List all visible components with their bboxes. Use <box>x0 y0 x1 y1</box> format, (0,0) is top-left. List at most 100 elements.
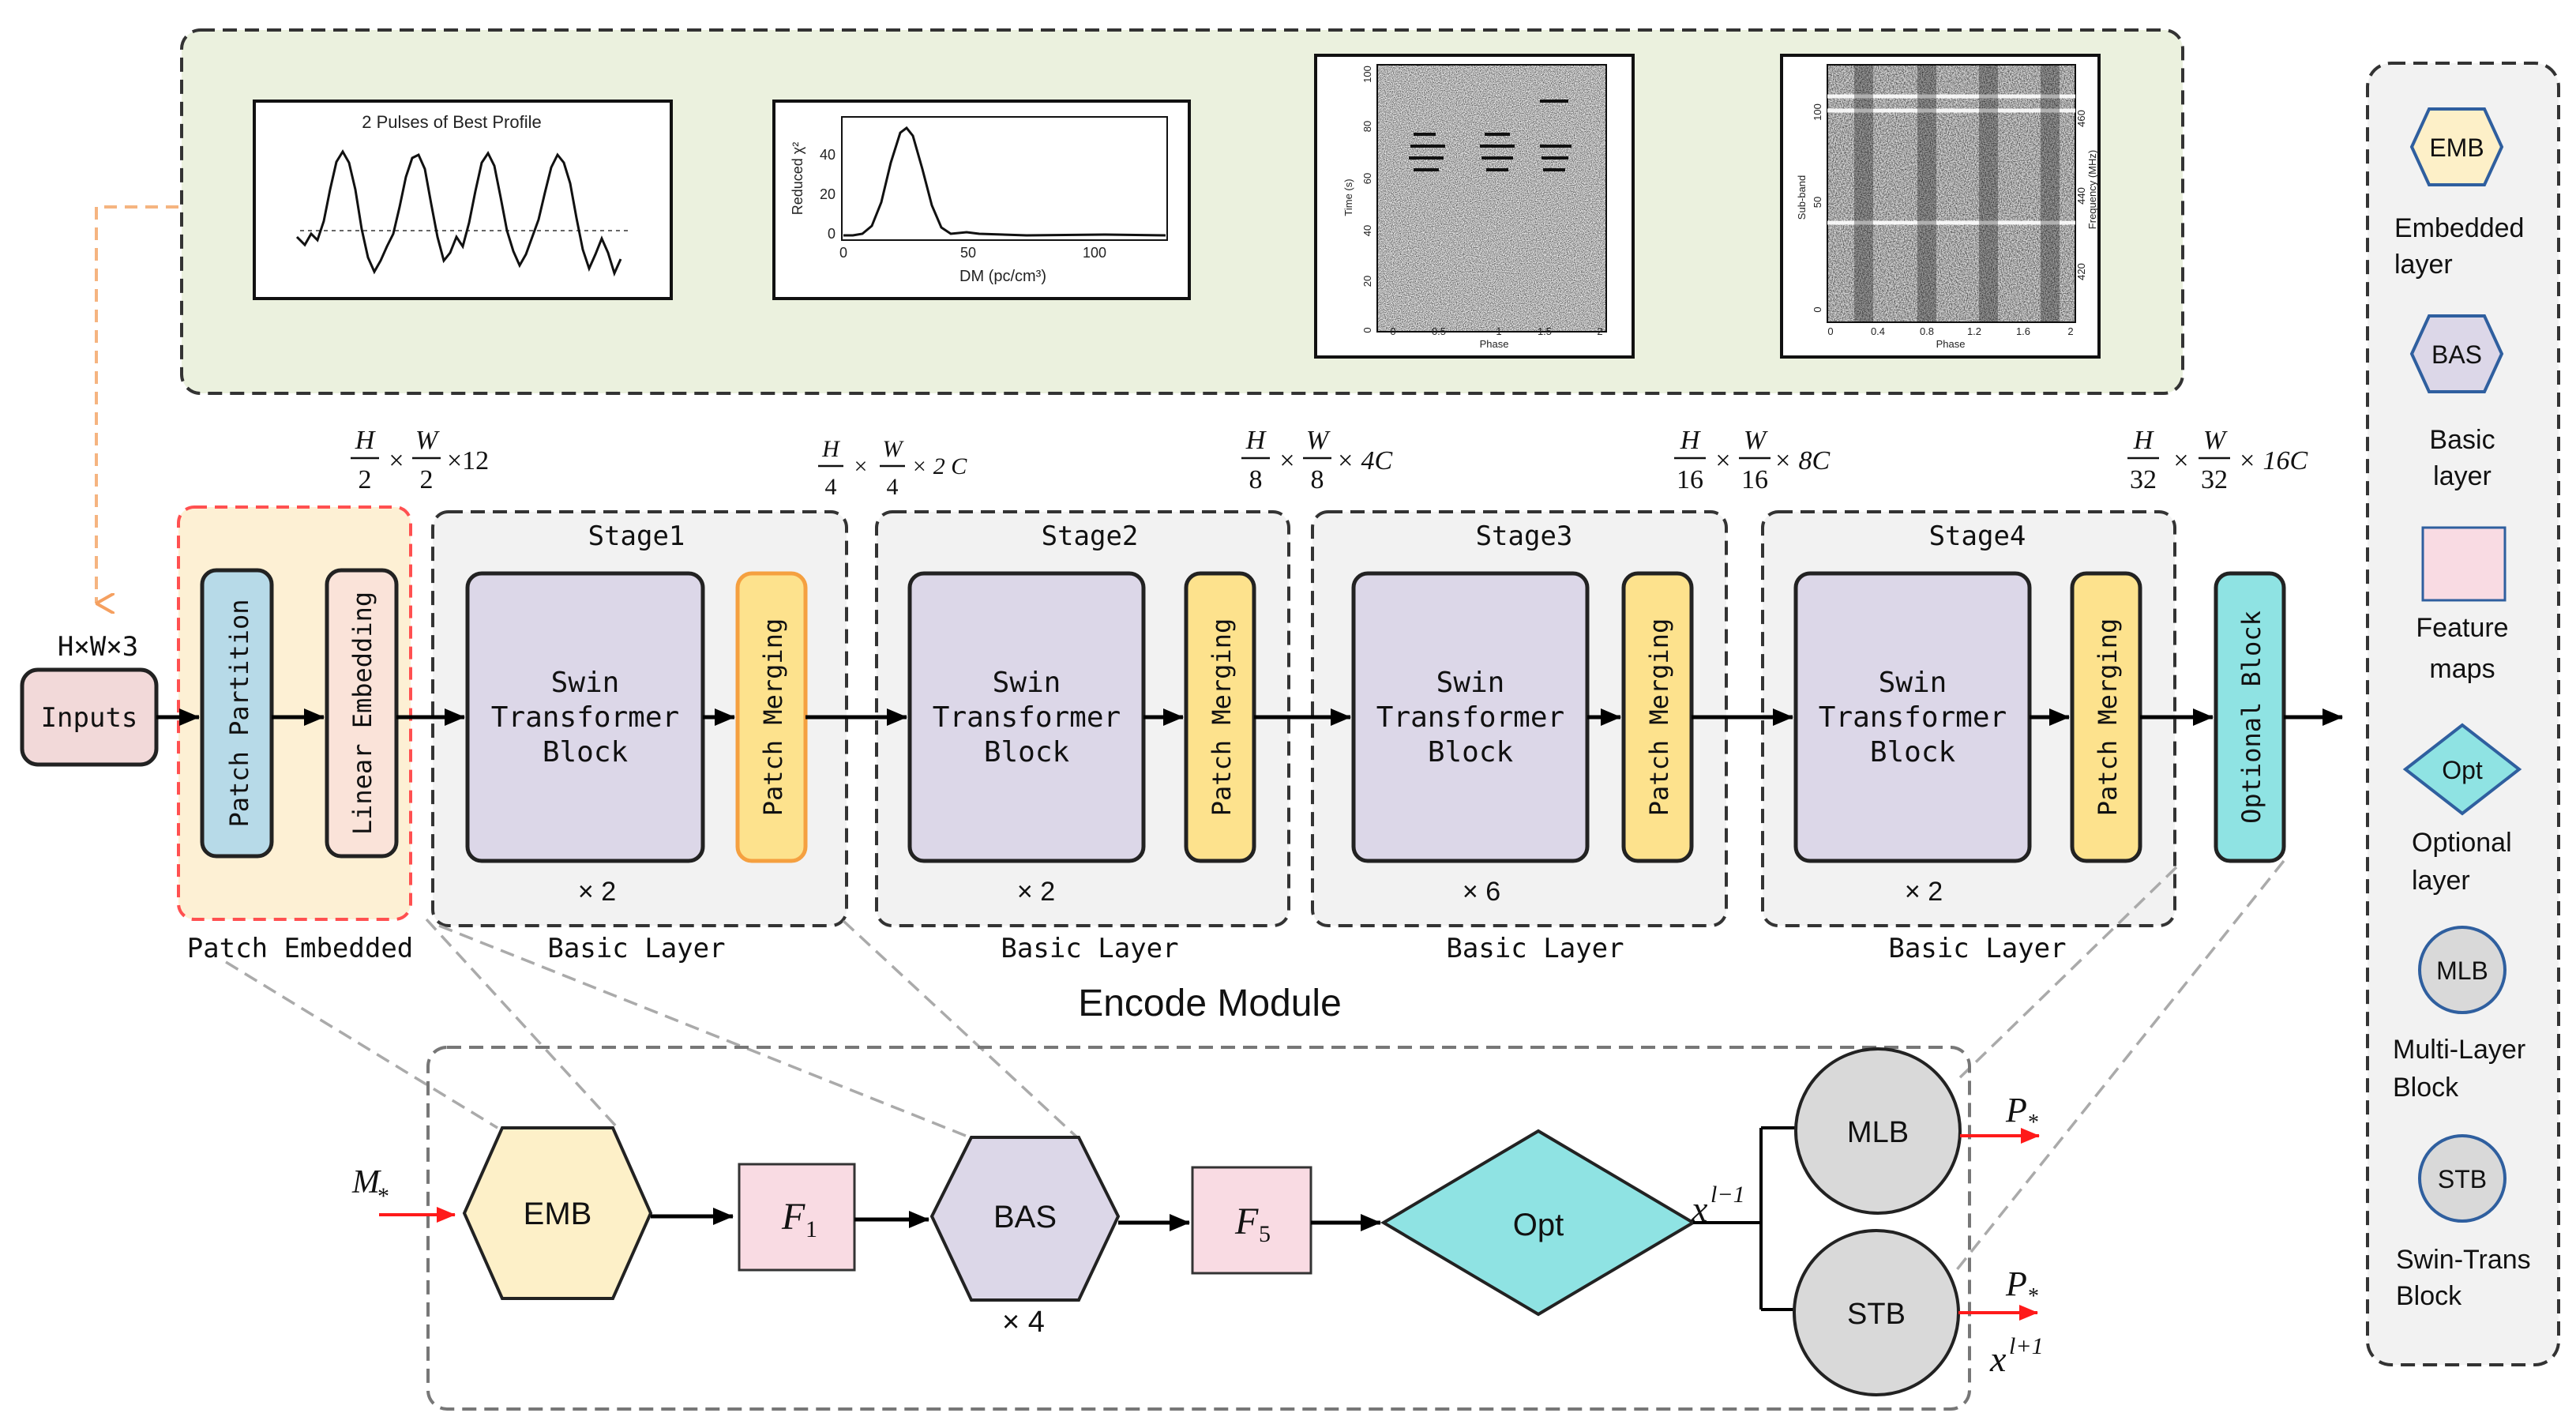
stage1-title: Stage1 <box>588 520 685 552</box>
stage1-merge-label: Patch Merging <box>758 618 788 816</box>
dim4-mult: × 16C <box>2238 446 2308 475</box>
sb-ylabel: Sub-band <box>1796 175 1808 220</box>
legend-stb-line2: Block <box>2396 1281 2462 1311</box>
dim4-den: 32 <box>2130 465 2157 494</box>
inputs-label: Inputs <box>41 702 138 734</box>
tp-ytick-100: 100 <box>1361 66 1373 83</box>
encode-module-title: Encode Module <box>1078 983 1342 1024</box>
sb-ytick-right-460: 460 <box>2075 110 2087 127</box>
tp-ytick-40: 40 <box>1361 225 1373 236</box>
stage3-label: Basic Layer <box>1446 933 1624 964</box>
opt-label: Opt <box>1513 1208 1564 1242</box>
dim4-num: H <box>2133 426 2155 455</box>
tp-ytick-60: 60 <box>1361 173 1373 184</box>
emb-node[interactable] <box>462 1126 653 1300</box>
stage-4: Stage4 Swin Transformer Block Patch Merg… <box>1761 510 2176 964</box>
pipeline-input: M <box>351 1164 381 1201</box>
feature-map-f5[interactable] <box>1191 1166 1312 1275</box>
dim-thirtysecond: H 32 × W 32 × 16C <box>2127 426 2308 494</box>
sb-xlabel: Phase <box>1936 338 1966 350</box>
legend-mlb-line1: Multi-Layer <box>2393 1035 2525 1065</box>
dim2-den: 8 <box>1249 465 1263 494</box>
encode-module: H×W×3 Inputs Patch Partition Linear Embe… <box>20 505 2343 1024</box>
dim0-times: × <box>389 446 404 475</box>
dm-xlabel: DM (pc/cm³) <box>959 268 1046 285</box>
stage3-swin-line3: Block <box>1428 736 1514 768</box>
bas-node[interactable] <box>929 1136 1121 1302</box>
legend-frame <box>2366 62 2560 1366</box>
dm-ytick-0: 0 <box>828 226 836 242</box>
legend-emb-icon <box>2409 107 2504 186</box>
dim0-num: H <box>355 426 377 455</box>
dim1-den2: 4 <box>887 474 899 500</box>
dim3-mult: × 8C <box>1774 446 1830 475</box>
dim2-num2: W <box>1306 426 1331 455</box>
dm-xtick-50: 50 <box>960 245 976 261</box>
dim2-num: H <box>1245 426 1267 455</box>
sb-ytick-right-420: 420 <box>2075 263 2087 280</box>
stage1-swin-line1: Swin <box>551 667 620 699</box>
f1-label: F <box>781 1196 805 1238</box>
dim0-den2: 2 <box>420 465 434 494</box>
stage3-repeat: × 6 <box>1463 877 1500 907</box>
feature-map-f1[interactable] <box>738 1163 856 1272</box>
dim0-den: 2 <box>359 465 372 494</box>
tp-xtick-0: 0 <box>1390 325 1395 337</box>
stage2-swin-line2: Transformer <box>933 701 1121 734</box>
stage1-swin-line3: Block <box>543 736 629 768</box>
stage4-swin-line1: Swin <box>1879 667 1947 699</box>
tp-xtick-2: 2 <box>1597 325 1602 337</box>
stage4-repeat: × 2 <box>1905 877 1943 907</box>
legend-stb-icon <box>2418 1134 2507 1223</box>
stage4-label: Basic Layer <box>1888 933 2066 964</box>
dim4-times: × <box>2173 446 2188 475</box>
patch-partition-block[interactable] <box>200 568 274 859</box>
tp-xtick-15: 1.5 <box>1538 325 1552 337</box>
subband-streaks <box>1827 94 2075 225</box>
f5-label: F <box>1234 1201 1259 1242</box>
dm-ytick-20: 20 <box>820 186 836 202</box>
stage1-swin-line2: Transformer <box>491 701 679 734</box>
dim4-num2: W <box>2203 426 2228 455</box>
dimension-annotations: H 2 × W 2 ×12 H 4 × W 4 × 2 C H 8 × W <box>351 426 2308 500</box>
stage4-title: Stage4 <box>1929 520 2026 552</box>
tp-xtick-05: 0.5 <box>1432 325 1446 337</box>
stb-label: STB <box>1847 1298 1906 1331</box>
stage2-merge-label: Patch Merging <box>1207 618 1237 816</box>
sb-ytick-50: 50 <box>1812 197 1823 208</box>
profile-plot-title: 2 Pulses of Best Profile <box>362 112 541 132</box>
sb-xtick-04: 0.4 <box>1871 325 1885 337</box>
subband-image <box>1827 65 2075 322</box>
legend-mlb-icon <box>2418 926 2507 1014</box>
dm-curve-plot: 0 20 40 0 50 100 DM (pc/cm³) Reduced χ² <box>772 100 1191 300</box>
dim-half: H 2 × W 2 ×12 <box>351 426 489 494</box>
dim1-mult: × 2 C <box>911 453 967 479</box>
bas-label: BAS <box>993 1200 1057 1234</box>
legend-bas-icon <box>2409 314 2504 393</box>
x-prev-sup: l−1 <box>1710 1182 1745 1208</box>
dim0-num2: W <box>415 426 440 455</box>
stage2-swin-line1: Swin <box>993 667 1061 699</box>
tp-xtick-1: 1 <box>1496 325 1501 337</box>
linear-embedding-block[interactable] <box>325 568 399 859</box>
legend-feature-icon <box>2421 526 2507 602</box>
legend-feature-line2: maps <box>2429 654 2495 684</box>
f1-sub: 1 <box>805 1216 817 1242</box>
legend-emb-line2: layer <box>2394 250 2453 280</box>
dim-eighth: H 8 × W 8 × 4C <box>1241 426 1392 494</box>
top-panel: 2 Pulses of Best Profile 0 20 40 0 50 10… <box>180 28 2184 395</box>
legend-opt-line1: Optional <box>2412 828 2512 858</box>
stage3-merge-label: Patch Merging <box>1644 618 1674 816</box>
sb-xtick-12: 1.2 <box>1967 325 1981 337</box>
sb-xtick-2: 2 <box>2067 325 2073 337</box>
input-dims: H×W×3 <box>58 631 138 663</box>
optional-block-label: Optional Block <box>2236 611 2266 824</box>
dm-ytick-40: 40 <box>820 147 836 163</box>
tp-xlabel: Phase <box>1480 338 1509 350</box>
mlb-node[interactable] <box>1794 1047 1962 1215</box>
dim1-num2: W <box>883 436 905 462</box>
time-phase-plot: 0 20 40 60 80 100 Time (s) 0 0.5 1 1.5 2… <box>1314 54 1635 359</box>
legend-bas-line1: Basic <box>2429 425 2495 455</box>
dm-xtick-100: 100 <box>1083 245 1106 261</box>
stage4-merge-label: Patch Merging <box>2093 618 2123 816</box>
